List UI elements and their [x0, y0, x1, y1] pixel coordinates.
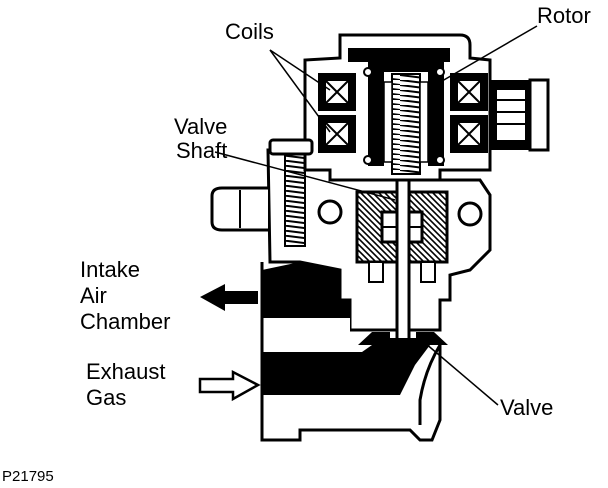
leader-lines [214, 25, 538, 406]
coil-left-upper [318, 73, 356, 111]
figure-code: P21795 [2, 468, 54, 485]
valve-shaft-leader [214, 151, 396, 201]
rotor [368, 62, 444, 166]
intake-label-line3: Chamber [80, 309, 171, 334]
valve-shaft [395, 178, 411, 342]
bearing-bottom-right [435, 155, 445, 165]
valve-label: Valve [500, 395, 554, 420]
coils-label: Coils [225, 19, 274, 44]
valve-seat-right [416, 332, 448, 345]
side-tube [210, 186, 268, 232]
coil-left-lower [318, 115, 356, 153]
bearing-top-right [435, 67, 445, 77]
valve-shaft-label-line2: Shaft [176, 138, 228, 163]
coil-right-lower [450, 115, 488, 153]
valve-seat-left [358, 332, 390, 345]
exhaust-gas-passage [262, 338, 430, 395]
intake-label-line1: Intake [80, 257, 140, 282]
rotor-label: Rotor [537, 3, 591, 28]
lower-housing [260, 262, 442, 442]
coils-leader-upper [269, 49, 331, 91]
bolt-hole-left [317, 199, 343, 225]
bolt-hole-right [457, 201, 483, 227]
screw-shaft [383, 73, 429, 175]
electrical-connector [490, 78, 550, 152]
exhaust-label-line1: Exhaust [86, 359, 166, 384]
exhaust-label-line2: Gas [86, 385, 127, 410]
bearing-top-left [363, 67, 373, 77]
rotor-leader [429, 25, 538, 89]
exhaust-arrow [198, 369, 261, 402]
chamber-wall [262, 318, 350, 352]
bearing-bottom-left [363, 155, 373, 165]
valve-shaft-label-line1: Valve [174, 114, 228, 139]
intake-arrow [200, 284, 258, 311]
valve-leader [424, 342, 499, 406]
intake-label-line2: Air [80, 283, 107, 308]
coil-right-upper [450, 73, 488, 111]
coils-leader-lower [269, 49, 331, 133]
intake-air-chamber [262, 262, 350, 318]
